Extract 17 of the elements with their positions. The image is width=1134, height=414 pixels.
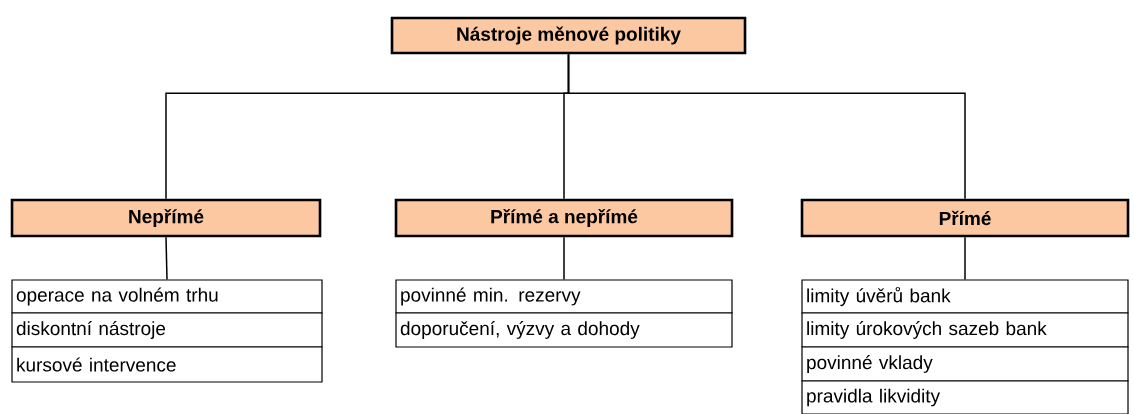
category-box: Nepřímé — [10, 198, 322, 238]
list-item-box: kursové intervence — [11, 346, 323, 383]
list-item-box: limity úvěrů bank — [801, 279, 1129, 314]
list-item-box: povinné vklady — [801, 346, 1129, 382]
connector-line — [165, 236, 168, 281]
connector-line — [567, 53, 966, 200]
list-item-box: operace na volném trhu — [11, 279, 323, 314]
category-box: Přímé a nepřímé — [394, 198, 734, 238]
category-box: Nástroje měnové politiky — [390, 16, 747, 55]
list-item-box: pravidla likvidity — [801, 380, 1129, 414]
list-item-box: povinné min. rezervy — [395, 279, 733, 314]
list-item-box: doporučení, výzvy a dohody — [395, 312, 733, 348]
connector-line — [563, 236, 565, 281]
list-item-box: diskontní nástroje — [11, 312, 323, 348]
category-box: Přímé — [800, 198, 1130, 238]
connector-line — [964, 236, 966, 281]
list-item-box: limity úrokových sazeb bank — [801, 312, 1129, 348]
